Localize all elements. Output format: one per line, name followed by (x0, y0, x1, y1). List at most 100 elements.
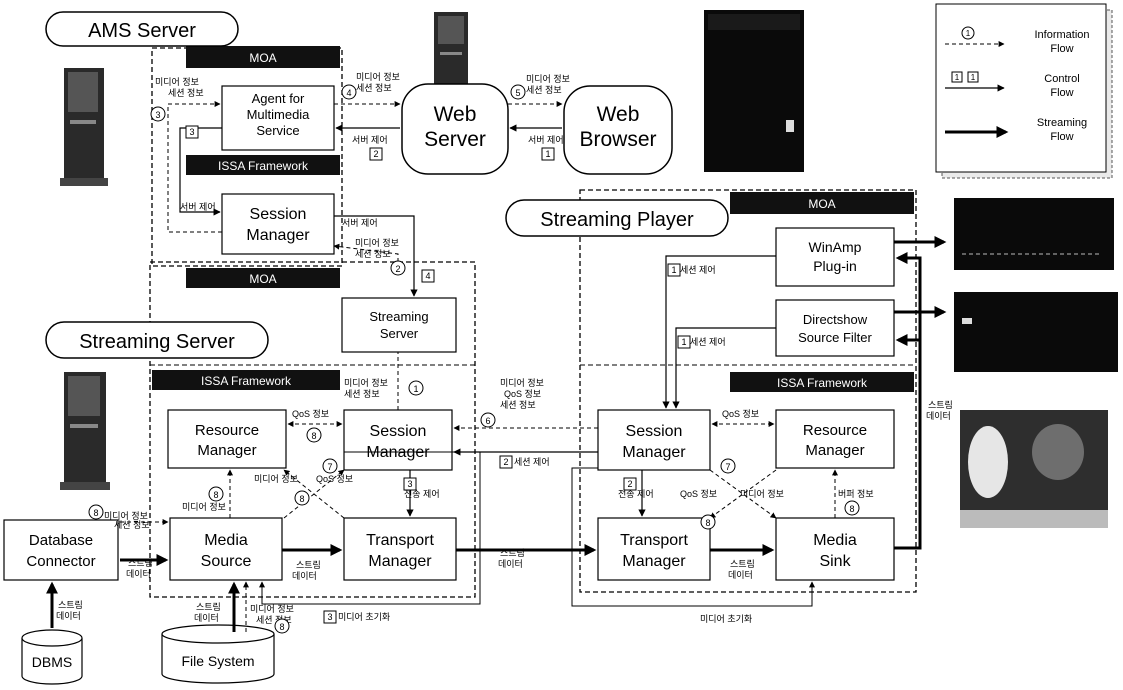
svg-text:데이터: 데이터 (728, 570, 753, 580)
svg-text:Plug-in: Plug-in (813, 258, 857, 274)
svg-text:Database: Database (29, 532, 93, 549)
svg-text:스트림: 스트림 (196, 601, 221, 612)
svg-text:미디어 정보: 미디어 정보 (500, 378, 544, 388)
svg-text:미디어 정보: 미디어 정보 (355, 238, 399, 248)
circle-marker-8-cross-right: 8 (700, 514, 716, 530)
sp-moa-bar: MOA (730, 192, 914, 214)
svg-text:Manager: Manager (246, 227, 310, 244)
svg-text:QoS 정보: QoS 정보 (504, 389, 541, 399)
circle-marker-6: 6 (480, 412, 496, 428)
circle-marker-8-sink: 8 (844, 500, 860, 516)
browser-screenshot-thumbnail (704, 10, 804, 172)
directshow-screenshot-thumbnail (954, 292, 1118, 372)
circle-marker-8-db: 8 (88, 504, 104, 520)
svg-text:데이터: 데이터 (56, 611, 81, 621)
svg-text:스트림: 스트림 (58, 599, 83, 610)
svg-text:Streaming: Streaming (369, 309, 428, 324)
streaming-server-region (149, 261, 476, 598)
svg-text:세션 정보: 세션 정보 (344, 389, 380, 399)
svg-text:Manager: Manager (622, 444, 686, 461)
web-browser-box: Web Browser (563, 85, 673, 175)
svg-text:8: 8 (93, 508, 98, 518)
svg-text:8: 8 (299, 494, 304, 504)
database-connector-box: Database Connector (3, 519, 119, 581)
svg-text:데이터: 데이터 (498, 559, 523, 569)
sp-resource-manager-box: Resource Manager (775, 409, 895, 469)
svg-text:QoS 정보: QoS 정보 (316, 474, 353, 484)
ams-server-title: AMS Server (45, 11, 239, 47)
sp-transport-manager-box: Transport Manager (597, 517, 711, 581)
svg-text:스트림: 스트림 (128, 557, 153, 568)
svg-text:Flow: Flow (1050, 43, 1073, 55)
square-marker-3-init: 3 (323, 610, 337, 624)
svg-text:1: 1 (966, 29, 971, 38)
svg-text:미디어 정보: 미디어 정보 (344, 378, 388, 388)
svg-text:미디어 초기화: 미디어 초기화 (338, 612, 390, 622)
media-sink-box: Media Sink (775, 517, 895, 581)
media-source-box: Media Source (169, 517, 283, 581)
svg-text:1: 1 (413, 384, 418, 394)
svg-text:세션 정보: 세션 정보 (526, 85, 562, 95)
svg-text:세션 정보: 세션 정보 (356, 83, 392, 93)
square-marker-4: 4 (421, 269, 435, 283)
svg-text:세션 제어: 세션 제어 (514, 457, 550, 467)
svg-text:Source: Source (201, 553, 252, 570)
svg-text:전송 제어: 전송 제어 (618, 489, 654, 499)
dbms-cylinder: DBMS (21, 629, 83, 685)
svg-text:미디어 정보: 미디어 정보 (526, 74, 570, 84)
svg-text:3: 3 (327, 612, 332, 622)
svg-text:Resource: Resource (195, 422, 259, 439)
ctrl-ss-media-init (259, 451, 481, 605)
svg-text:Browser: Browser (579, 128, 656, 151)
legend-control-label: Control (1044, 73, 1079, 85)
svg-text:서버 제어: 서버 제어 (528, 135, 564, 145)
legend: 1 Information Flow 1 1 Control Flow Stre… (935, 3, 1113, 179)
svg-text:데이터: 데이터 (194, 613, 219, 623)
svg-text:ISSA Framework: ISSA Framework (218, 159, 309, 173)
svg-text:4: 4 (346, 88, 351, 98)
svg-text:Source Filter: Source Filter (798, 330, 872, 345)
svg-text:8: 8 (213, 490, 218, 500)
file-system-cylinder: File System (161, 624, 275, 684)
svg-text:서버 제어: 서버 제어 (180, 202, 216, 212)
agent-for-multimedia-service-box: Agent for Multimedia Service (221, 85, 335, 151)
svg-text:전송 제어: 전송 제어 (404, 489, 440, 499)
svg-text:MOA: MOA (808, 197, 835, 211)
ams-server-tower-icon (60, 68, 108, 186)
ctrl-ams-session-to-streaming (334, 215, 418, 297)
square-marker-1-web: 1 (541, 147, 555, 161)
svg-text:Manager: Manager (622, 553, 686, 570)
svg-text:Streaming Server: Streaming Server (79, 331, 235, 353)
svg-text:1: 1 (545, 149, 550, 159)
ctrl-winamp-to-session (662, 255, 776, 409)
square-marker-2-transfer: 2 (623, 477, 637, 491)
svg-text:1: 1 (955, 73, 960, 82)
svg-text:ISSA Framework: ISSA Framework (201, 374, 292, 388)
svg-text:Manager: Manager (805, 442, 864, 459)
svg-text:미디어 정보: 미디어 정보 (104, 511, 148, 521)
svg-text:세션 정보: 세션 정보 (500, 400, 536, 410)
info-ss-cross-2 (283, 469, 345, 519)
svg-text:Server: Server (424, 128, 486, 151)
svg-text:Session: Session (626, 423, 683, 440)
legend-information-label: Information (1034, 29, 1089, 41)
svg-text:미디어 정보: 미디어 정보 (254, 474, 298, 484)
svg-text:스트림: 스트림 (928, 399, 953, 410)
streaming-server-tower-icon (60, 372, 110, 490)
svg-text:세션 정보: 세션 정보 (114, 520, 150, 530)
svg-text:Connector: Connector (26, 553, 95, 570)
svg-text:서버 제어: 서버 제어 (342, 218, 378, 228)
svg-text:1: 1 (971, 73, 976, 82)
svg-text:세션 정보: 세션 정보 (256, 615, 292, 625)
circle-marker-7-left: 7 (322, 458, 338, 474)
svg-text:Media: Media (204, 532, 248, 549)
svg-text:세션 정보: 세션 정보 (355, 249, 391, 259)
svg-text:Resource: Resource (803, 422, 867, 439)
svg-text:미디어 정보: 미디어 정보 (740, 489, 784, 499)
svg-text:AMS Server: AMS Server (88, 20, 196, 42)
legend-streaming-label: Streaming (1037, 117, 1087, 129)
svg-text:8: 8 (311, 431, 316, 441)
svg-text:8: 8 (849, 504, 854, 514)
